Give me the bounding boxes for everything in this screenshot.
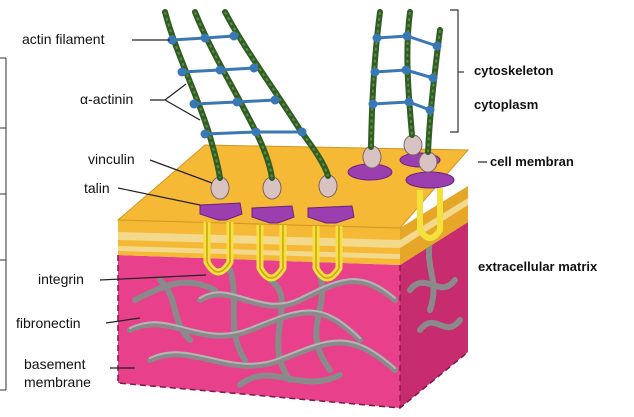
label-actin-filament: actin filament [22,32,104,46]
label-alpha-actinin: α-actinin [80,92,133,106]
label-basement: basement [24,357,85,371]
label-membrane: membrane [24,375,91,389]
label-cytoskeleton: cytoskeleton [474,64,553,77]
label-vinculin: vinculin [88,152,135,166]
label-cytoplasm: cytoplasm [474,98,538,111]
label-cell-membrane: cell membran [490,155,574,168]
left-bracket [0,58,6,390]
label-talin: talin [84,181,110,195]
label-integrin: integrin [38,272,84,286]
label-extracellular-matrix: extracellular matrix [478,260,597,273]
cytoskeleton-bracket [450,10,458,132]
label-fibronectin: fibronectin [16,316,81,330]
